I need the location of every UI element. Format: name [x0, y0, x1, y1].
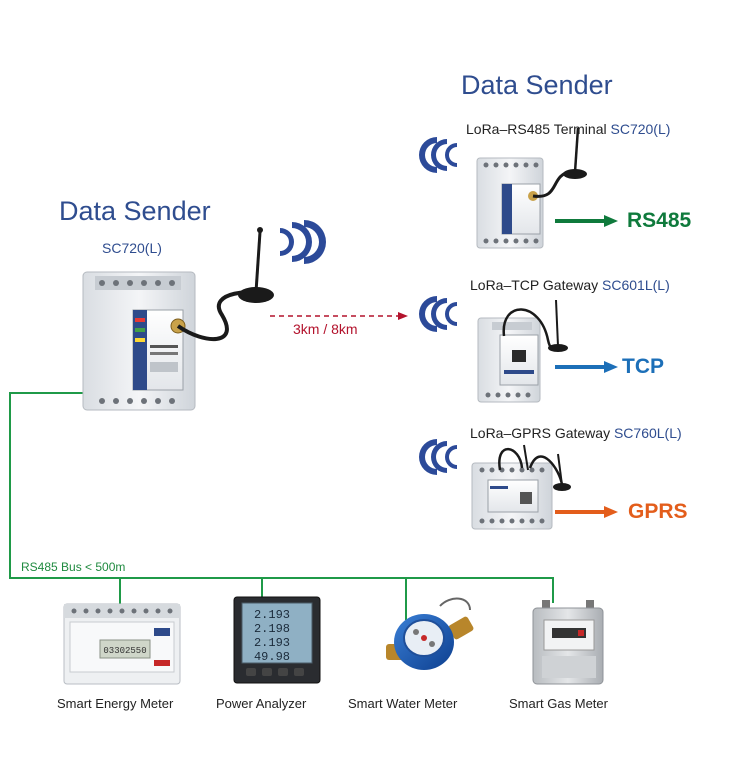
- receiver-1-name: LoRa–RS485 Terminal: [466, 121, 607, 137]
- receiver-1-label: LoRa–RS485 Terminal SC720(L): [466, 121, 670, 137]
- power-analyzer-image: 2.193 2.198 2.193 49.98: [233, 596, 321, 684]
- sender-model: SC720(L): [102, 240, 162, 256]
- bus-label: RS485 Bus < 500m: [21, 560, 126, 574]
- wireless-wave-icon: [419, 439, 466, 475]
- wireless-wave-icon: [419, 296, 466, 332]
- receiver-3-label: LoRa–GPRS Gateway SC760L(L): [470, 425, 682, 441]
- sender-title: Data Sender: [59, 196, 211, 226]
- receiver-3-model: SC760L(L): [613, 425, 682, 441]
- arrow-right-icon: [555, 506, 618, 518]
- smart-energy-meter-image: 03302550: [63, 603, 181, 685]
- receiver-1-model: SC720(L): [610, 121, 671, 137]
- smart-gas-meter-image: [532, 600, 604, 685]
- receiver-2-name: LoRa–TCP Gateway: [470, 277, 599, 293]
- analyzer-value-4: 49.98: [254, 650, 290, 664]
- smart-water-meter-image: [386, 597, 474, 670]
- receiver-2-protocol: TCP: [622, 355, 664, 378]
- wireless-wave-icon: [419, 137, 466, 173]
- gprs-gateway-device: [471, 444, 571, 530]
- meter-label-water: Smart Water Meter: [348, 696, 458, 711]
- rs485-terminal-device: [476, 127, 587, 249]
- meter-label-gas: Smart Gas Meter: [509, 696, 608, 711]
- receiver-2-model: SC601L(L): [602, 277, 670, 293]
- energy-meter-display: 03302550: [103, 646, 146, 656]
- receiver-3-protocol: GPRS: [628, 500, 688, 523]
- tcp-gateway-device: [477, 299, 568, 403]
- analyzer-value-3: 2.193: [254, 636, 290, 650]
- meter-label-energy: Smart Energy Meter: [57, 696, 174, 711]
- analyzer-value-2: 2.198: [254, 622, 290, 636]
- distance-arrow: [270, 312, 408, 320]
- receiver-3-name: LoRa–GPRS Gateway: [470, 425, 611, 441]
- analyzer-value-1: 2.193: [254, 608, 290, 622]
- distance-label: 3km / 8km: [293, 321, 358, 337]
- wireless-wave-icon: [270, 220, 326, 264]
- arrow-right-icon: [555, 361, 618, 373]
- receiver-title: Data Sender: [461, 70, 613, 100]
- meter-label-analyzer: Power Analyzer: [216, 696, 307, 711]
- antenna-icon: [176, 227, 274, 342]
- sender-device: [82, 271, 196, 411]
- arrow-right-icon: [555, 215, 618, 227]
- receiver-1-protocol: RS485: [627, 209, 692, 232]
- receiver-2-label: LoRa–TCP Gateway SC601L(L): [470, 277, 670, 293]
